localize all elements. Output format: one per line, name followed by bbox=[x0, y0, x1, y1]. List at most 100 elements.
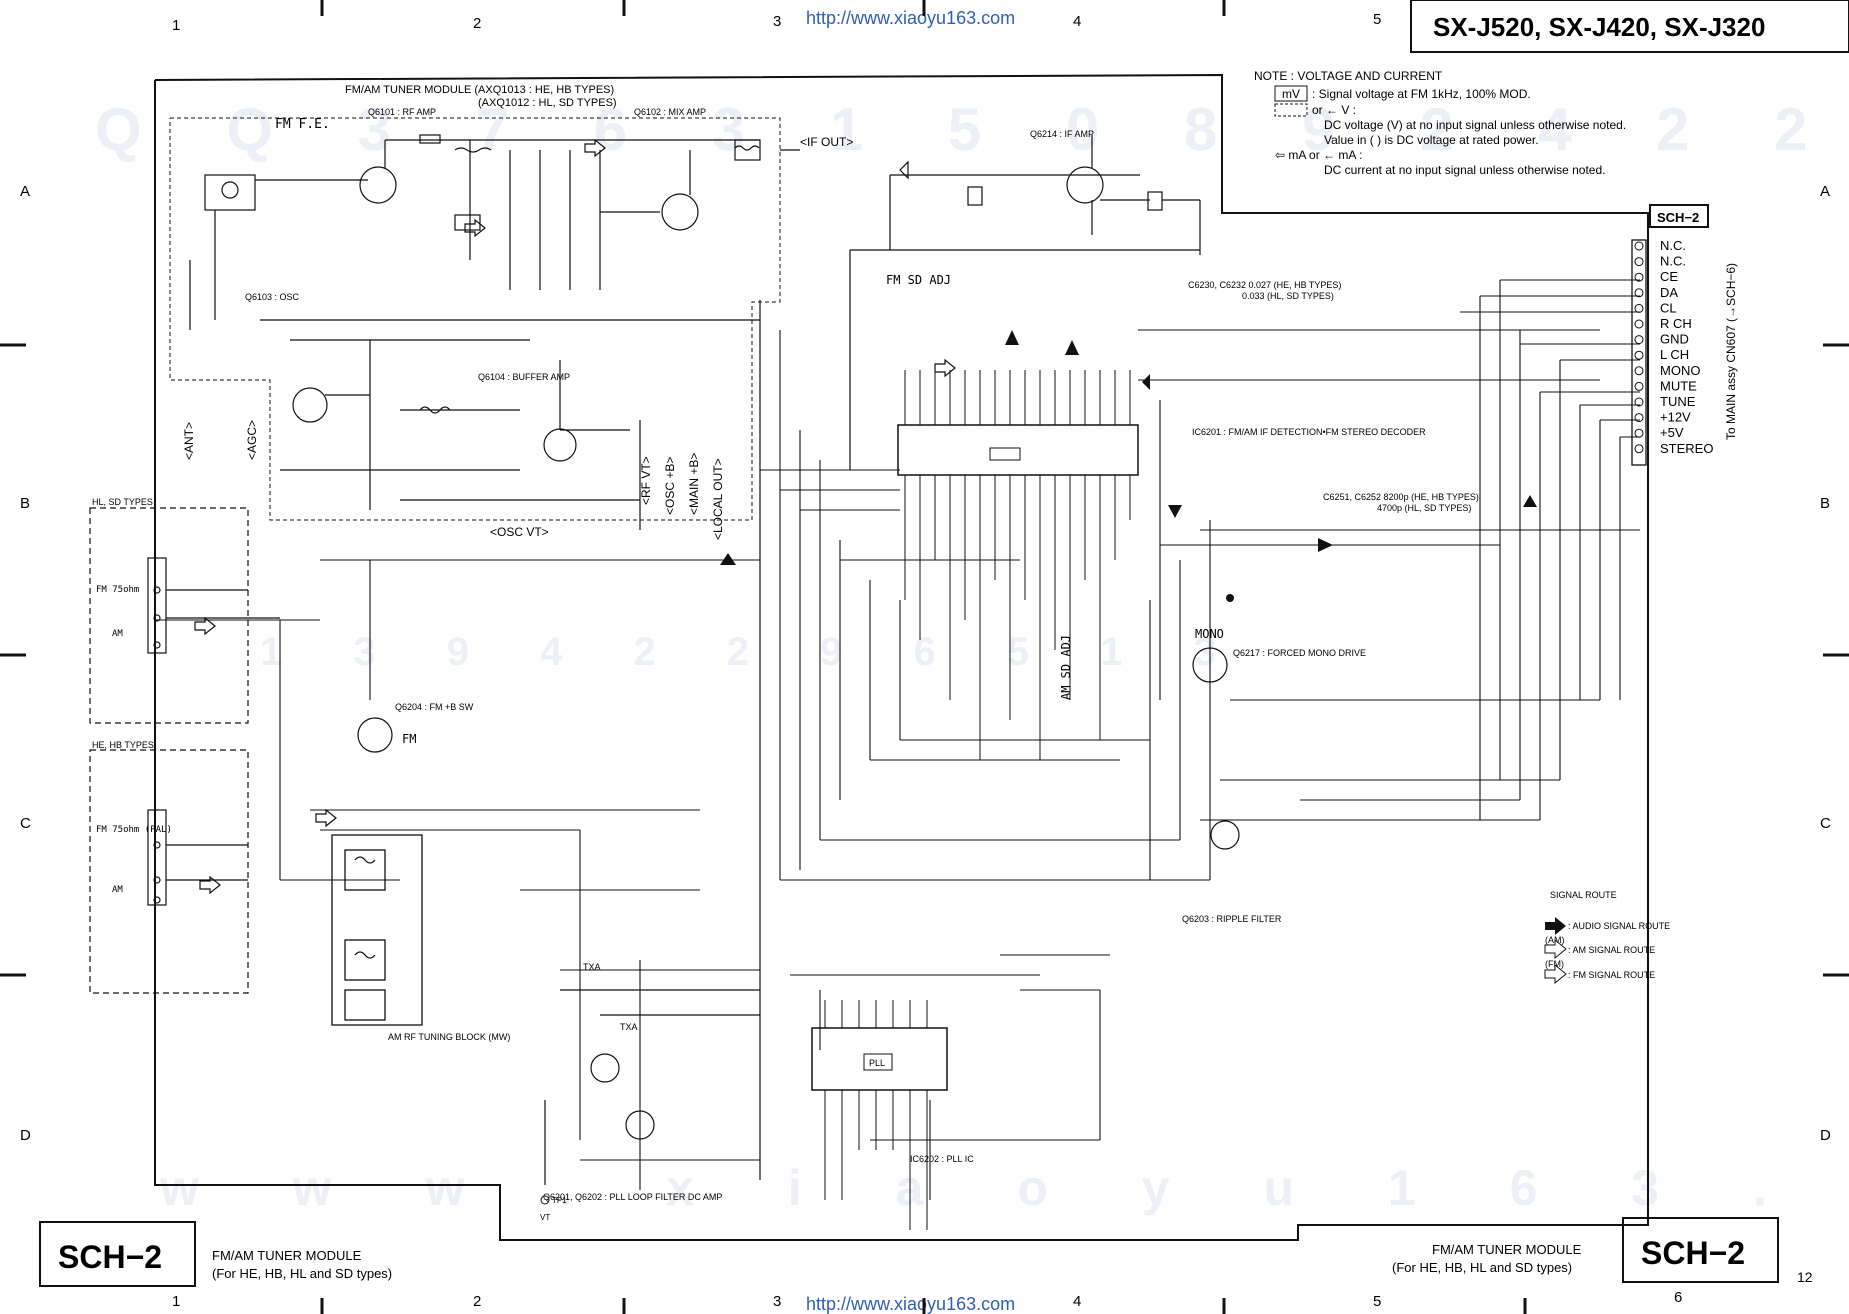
tp1-label: TP1 bbox=[552, 1196, 567, 1205]
connector-pin-11 bbox=[1634, 397, 1644, 407]
connector-pin-9 bbox=[1634, 366, 1644, 376]
connector-pin-5 bbox=[1634, 303, 1644, 313]
note-line-4: Value in ( ) is DC voltage at rated powe… bbox=[1324, 133, 1539, 147]
connector-pin-label: GND bbox=[1660, 332, 1689, 347]
q6201-transistor bbox=[590, 1053, 620, 1083]
pll-loop-section bbox=[544, 989, 760, 1185]
q6204-transistor bbox=[357, 717, 393, 753]
am-sd-adj-label: AM SD ADJ bbox=[1059, 635, 1073, 700]
col-4-bottom: 4 bbox=[1073, 1293, 1081, 1310]
route-arrows bbox=[720, 330, 1537, 565]
note-line-2: or ← V : bbox=[1312, 103, 1356, 117]
legend-am: : AM SIGNAL ROUTE bbox=[1568, 945, 1655, 955]
ic6201-label: IC6201 : FM/AM IF DETECTION•FM STEREO DE… bbox=[1192, 427, 1426, 437]
connector-pin-label: STEREO bbox=[1660, 441, 1713, 456]
main-wiring bbox=[155, 279, 1640, 1200]
fm-label: FM bbox=[402, 732, 416, 746]
footer-right-1: FM/AM TUNER MODULE bbox=[1432, 1242, 1582, 1257]
bg-watermark: Q Q 3 7 6 3 1 5 0 8 9 2 4 2 2 9 9 bbox=[95, 96, 1849, 163]
local-out-label: <LOCAL OUT> bbox=[711, 458, 725, 540]
connector-pin-label: CL bbox=[1660, 300, 1677, 315]
col-1-bottom: 1 bbox=[172, 1293, 180, 1310]
am-label-1: AM bbox=[112, 629, 123, 639]
note-line-5: ⇦ mA or ← mA : bbox=[1275, 148, 1362, 162]
page-number: 12 bbox=[1797, 1269, 1813, 1285]
sch-right: SCH−2 bbox=[1641, 1235, 1745, 1271]
connector-pin-label: CE bbox=[1660, 269, 1678, 284]
if-amp-section bbox=[849, 135, 1201, 470]
connector-pin-label: MONO bbox=[1660, 363, 1700, 378]
model-title: SX-J520, SX-J420, SX-J320 bbox=[1433, 12, 1765, 42]
he-hb-label: HE, HB TYPES bbox=[92, 740, 154, 750]
footer-left-2: (For HE, HB, HL and SD types) bbox=[212, 1266, 392, 1281]
connector-pin-label: MUTE bbox=[1660, 378, 1697, 393]
row-a-right: A bbox=[1820, 183, 1830, 200]
connector-pin-label: N.C. bbox=[1660, 238, 1686, 253]
module-title-2: (AXQ1012 : HL, SD TYPES) bbox=[478, 97, 617, 109]
watermark-bottom: http://www.xiaoyu163.com bbox=[806, 1294, 1015, 1314]
c6230b-label: 0.033 (HL, SD TYPES) bbox=[1242, 291, 1334, 301]
fm-sd-adj-label: FM SD ADJ bbox=[886, 273, 951, 287]
fm75pal-label: FM 75ohm (PAL) bbox=[96, 825, 172, 835]
rf-vt-label: <RF VT> bbox=[639, 456, 653, 505]
row-c-right: C bbox=[1820, 815, 1831, 832]
if-out-label: <IF OUT> bbox=[800, 135, 853, 149]
footer-right-2: (For HE, HB, HL and SD types) bbox=[1392, 1260, 1572, 1275]
connector-pin-label: L CH bbox=[1660, 347, 1689, 362]
row-b-left: B bbox=[20, 495, 30, 512]
vt-label: VT bbox=[540, 1213, 550, 1222]
bg-watermark-3: w w w . x i a o y u 1 6 3 . c o m bbox=[159, 1160, 1849, 1216]
connector-pin-13 bbox=[1634, 428, 1644, 438]
q6214-label: Q6214 : IF AMP bbox=[1030, 129, 1094, 139]
title-block bbox=[1410, 0, 1849, 53]
fm-route-icon bbox=[1544, 963, 1567, 985]
row-b-right: B bbox=[1820, 495, 1830, 512]
fm-front-coil bbox=[204, 174, 256, 211]
rf-amp-section bbox=[189, 134, 800, 1180]
connector-pin-4 bbox=[1634, 288, 1644, 298]
v-box bbox=[1274, 103, 1308, 117]
col-1-top: 1 bbox=[172, 17, 180, 34]
row-c-left: C bbox=[20, 815, 31, 832]
txa-label-2: TXA bbox=[620, 1022, 638, 1032]
f6263-filter bbox=[967, 186, 983, 206]
mv-box-label: mV bbox=[1282, 87, 1300, 101]
ic6202-body bbox=[811, 1027, 948, 1091]
connector-side-label: To MAIN assy CN607 (→SCH−6) bbox=[1724, 263, 1738, 440]
tp4-point bbox=[1226, 594, 1234, 602]
connector-title-box bbox=[1649, 204, 1709, 228]
osc-section bbox=[280, 339, 641, 530]
tp1-point[interactable] bbox=[540, 1195, 550, 1205]
am-rf-label: AM RF TUNING BLOCK (MW) bbox=[388, 1032, 510, 1042]
am-route-icon bbox=[1544, 938, 1567, 960]
q6104-transistor bbox=[543, 428, 577, 462]
he-hb-box bbox=[89, 749, 249, 994]
port-labels: <IF OUT> <OSC VT> <ANT> <AGC> <RF VT> <O… bbox=[182, 135, 853, 540]
osc-vt-label: <OSC VT> bbox=[490, 525, 549, 539]
col-3-bottom: 3 bbox=[773, 1293, 781, 1310]
bg-watermark-2: 1 3 9 4 2 2 9 6 5 1 3 bbox=[260, 630, 1246, 674]
connector-pin-6 bbox=[1634, 319, 1644, 329]
note-line-1: : Signal voltage at FM 1kHz, 100% MOD. bbox=[1312, 87, 1531, 101]
connector-pin-label: +5V bbox=[1660, 425, 1684, 440]
connector-pin-12 bbox=[1634, 413, 1644, 423]
ic6201 bbox=[897, 370, 1139, 760]
legend-fm: : FM SIGNAL ROUTE bbox=[1568, 970, 1655, 980]
pll-box bbox=[863, 1053, 893, 1071]
q6103-label: Q6103 : OSC bbox=[245, 292, 300, 302]
q6104-label: Q6104 : BUFFER AMP bbox=[478, 372, 570, 382]
q6103-transistor bbox=[292, 387, 328, 423]
watermark-top: http://www.xiaoyu163.com bbox=[806, 8, 1015, 28]
col-5-bottom: 5 bbox=[1373, 1293, 1381, 1310]
agc-label: <AGC> bbox=[245, 420, 259, 460]
route-arrows-outline bbox=[194, 138, 956, 895]
legend-audio: : AUDIO SIGNAL ROUTE bbox=[1568, 921, 1670, 931]
route-legend: SIGNAL ROUTE : AUDIO SIGNAL ROUTE (AM) :… bbox=[1544, 890, 1670, 985]
connector-pin-14 bbox=[1634, 444, 1644, 454]
q6201-label: Q6201, Q6202 : PLL LOOP FILTER DC AMP bbox=[543, 1192, 722, 1202]
connector-pin-label: TUNE bbox=[1660, 394, 1696, 409]
audio-route-icon bbox=[1545, 917, 1566, 935]
q6102-label: Q6102 : MIX AMP bbox=[634, 107, 706, 117]
